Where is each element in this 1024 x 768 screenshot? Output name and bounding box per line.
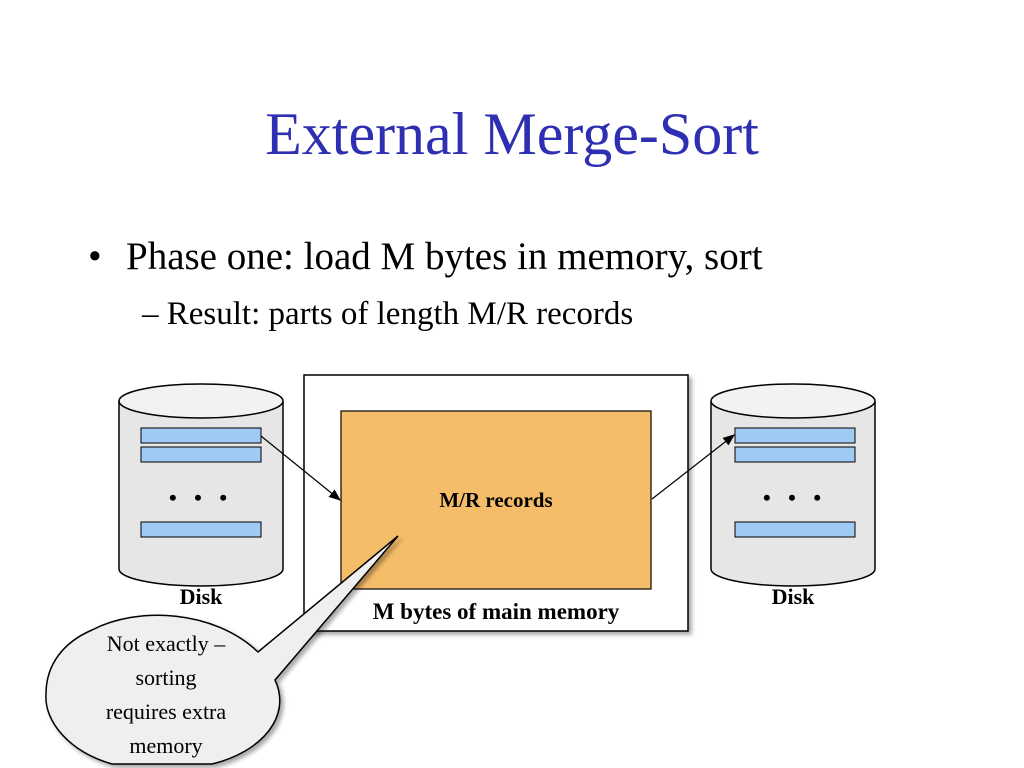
left-disk-ellipsis: • • • (169, 485, 233, 510)
load-arrow (260, 435, 341, 501)
right-disk-ellipsis: • • • (763, 485, 827, 510)
callout-line: sorting (135, 665, 196, 690)
right-disk-label: Disk (772, 584, 816, 609)
callout-shape (45, 535, 399, 765)
bullet-text: Phase one: load M bytes in memory, sort (126, 235, 763, 278)
left-disk-record (140, 521, 262, 538)
callout-line: memory (129, 733, 202, 758)
records-label: M/R records (439, 488, 552, 512)
left-disk-top (118, 383, 284, 419)
right-disk: • • • (710, 383, 876, 587)
callout-line: Not exactly – (107, 631, 227, 656)
callout-bubble: Not exactly – sorting requires extra mem… (45, 535, 399, 765)
left-disk: • • • (118, 383, 284, 587)
left-disk-record (140, 427, 262, 444)
right-disk-record (734, 427, 856, 444)
records-block (340, 410, 652, 590)
bullet-marker: • (88, 235, 102, 278)
callout-line: requires extra (106, 699, 227, 724)
bullet-point: • Phase one: load M bytes in memory, sort (88, 234, 763, 279)
memory-label: M bytes of main memory (373, 599, 620, 624)
right-disk-record (734, 446, 856, 463)
left-disk-record (140, 446, 262, 463)
write-arrow (651, 434, 735, 500)
left-disk-label: Disk (180, 584, 224, 609)
right-disk-record (734, 521, 856, 538)
right-disk-top (710, 383, 876, 419)
sub-bullet-text: – Result: parts of length M/R records (142, 296, 634, 332)
slide-title: External Merge-Sort (265, 101, 759, 167)
